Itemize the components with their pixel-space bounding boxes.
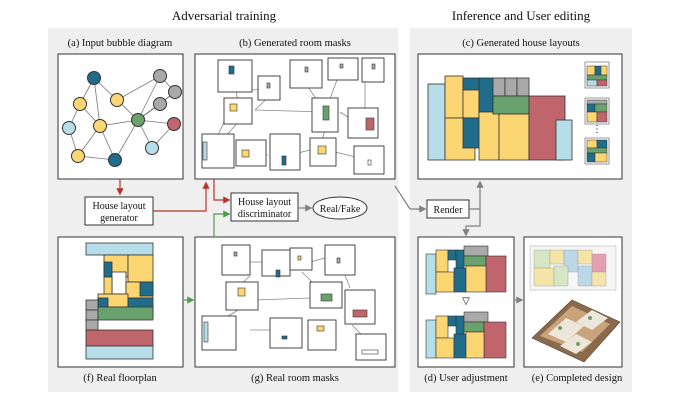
arrow-render-to-adjustment bbox=[462, 209, 481, 237]
render-box: Render bbox=[426, 199, 470, 219]
panel-title-d: (d) User adjustment bbox=[424, 373, 507, 384]
real-room-mask-icon bbox=[194, 236, 396, 368]
thumbnail-ellipsis: ⋮ bbox=[592, 124, 602, 135]
section-title-adversarial: Adversarial training bbox=[172, 8, 277, 23]
arrow-real-masks-to-discriminator bbox=[213, 210, 231, 237]
floorplan-icon bbox=[57, 236, 184, 368]
discriminator-box: House layout discriminator bbox=[230, 192, 299, 222]
section-title-inference: Inference and User editing bbox=[452, 8, 591, 23]
generator-box: House layout generator bbox=[84, 196, 154, 226]
render-3d-icon bbox=[523, 236, 623, 368]
panel-title-e: (e) Completed design bbox=[532, 373, 623, 384]
arrow-masks-to-discriminator bbox=[213, 179, 231, 204]
generator-label-line2: generator bbox=[100, 213, 138, 224]
panel-title-c: (c) Generated house layouts bbox=[462, 38, 580, 49]
discriminator-label-line1: House layout bbox=[238, 197, 291, 208]
discriminator-label-line2: discriminator bbox=[238, 209, 292, 220]
panel-title-f: (f) Real floorplan bbox=[83, 373, 157, 384]
adjust-arrow-icon: ▽ bbox=[462, 296, 470, 307]
panel-title-a: (a) Input bubble diagram bbox=[68, 38, 173, 49]
render-label: Render bbox=[434, 205, 464, 216]
panel-title-g: (g) Real room masks bbox=[251, 373, 339, 384]
panel-title-b: (b) Generated room masks bbox=[239, 38, 351, 49]
real-fake-label: Real/Fake bbox=[320, 204, 361, 215]
generator-label-line1: House layout bbox=[92, 201, 145, 212]
generated-layouts-icon: ⋮ bbox=[417, 53, 623, 180]
real-fake-output: Real/Fake bbox=[312, 196, 368, 220]
user-adjustment-icon: ▽ bbox=[417, 236, 515, 368]
arrow-generator-to-masks bbox=[153, 181, 210, 212]
arrow-masks-to-render bbox=[394, 185, 427, 213]
room-mask-icon bbox=[194, 53, 396, 180]
bubble-graph-icon bbox=[57, 53, 184, 180]
